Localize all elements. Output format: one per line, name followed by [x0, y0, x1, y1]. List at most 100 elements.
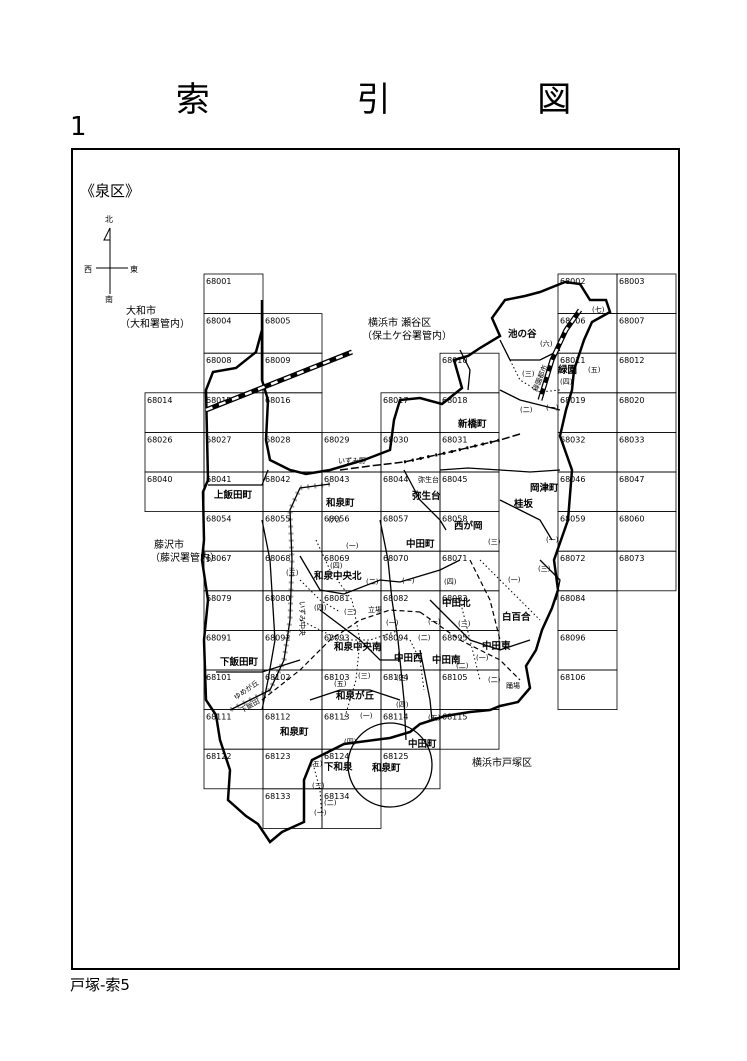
station-label: 弥生台 — [418, 475, 439, 484]
station-label: いずみ中央 — [298, 601, 307, 636]
map-cell-number: 68134 — [324, 792, 349, 801]
label-seya-1: 横浜市 瀬谷区 — [368, 316, 431, 329]
label-yamato-2: （大和署管内） — [120, 317, 190, 330]
chome-mark: (三) — [312, 782, 325, 790]
map-cell-number: 68115 — [442, 713, 467, 722]
map-cell[interactable] — [380, 748, 441, 790]
map-cell-number: 68047 — [619, 475, 644, 484]
place-name: 和泉町 — [371, 762, 401, 774]
place-name: 上飯田町 — [214, 489, 253, 501]
map-cell-number: 68002 — [560, 277, 585, 286]
place-name: 中田南 — [432, 654, 461, 666]
chome-mark: (五) — [428, 714, 441, 722]
map-cell-number: 68003 — [619, 277, 644, 286]
chome-mark: (二) — [488, 676, 501, 684]
chome-mark: (二) — [418, 634, 431, 642]
map-cell-number: 68032 — [560, 435, 585, 444]
map-cell-number: 68060 — [619, 515, 644, 524]
map-cell-number: 68133 — [265, 792, 290, 801]
map-cell-number: 68011 — [560, 356, 585, 365]
map-cell-number: 68068 — [265, 554, 290, 563]
map-cell-number: 68030 — [383, 435, 408, 444]
map-cell[interactable] — [557, 669, 618, 710]
chome-mark: (四) — [560, 378, 573, 386]
map-cell-number: 68033 — [619, 435, 644, 444]
railway-sotetsu — [339, 433, 521, 471]
chome-mark: (一) — [428, 618, 441, 626]
chome-mark: (一) — [476, 654, 489, 662]
map-cell-number: 68084 — [560, 594, 585, 603]
map-cell-number: 68111 — [206, 713, 231, 722]
chome-mark: (一) — [346, 542, 359, 550]
chome-mark: (四) — [396, 701, 409, 709]
chome-mark: (一) — [546, 404, 559, 412]
chome-mark: (四) — [344, 738, 357, 746]
chome-marks: (六) (七) (三) (五) (四) (一) (二) (六) (一) (五) … — [286, 305, 605, 817]
map-cell-number: 68125 — [383, 752, 408, 761]
map-cell[interactable] — [321, 788, 382, 829]
map-cell-number: 68112 — [265, 713, 290, 722]
map-cell-number: 68018 — [442, 396, 467, 405]
railway-ryokuen — [537, 308, 583, 401]
chome-mark: (四) — [444, 578, 457, 586]
chome-mark: (一) — [360, 712, 373, 720]
map-cell-number: 68092 — [265, 633, 290, 642]
compass-south: 南 — [105, 294, 113, 304]
place-name: 中田西 — [394, 652, 423, 664]
place-names: 池の谷 緑園 新橋町 岡津町 上飯田町 和泉町 弥生台 桂坂 西が岡 中田町 和… — [214, 328, 577, 774]
map-cell-number: 68031 — [442, 435, 467, 444]
town-boundaries — [208, 339, 561, 741]
map-cell-number: 68102 — [265, 673, 290, 682]
chome-mark: (六) — [540, 339, 553, 348]
place-name: 西が岡 — [454, 520, 483, 532]
compass-west: 西 — [84, 265, 92, 274]
map-cell-number: 68019 — [560, 396, 585, 405]
map-cell-number: 68091 — [206, 633, 231, 642]
map-cell-number: 68001 — [206, 277, 231, 286]
chome-mark: (三) — [538, 565, 551, 573]
chome-mark: (二) — [366, 578, 379, 586]
map-cell-number: 68043 — [324, 475, 349, 484]
chome-mark: (三) — [522, 370, 535, 378]
chome-mark: (六) — [328, 515, 341, 524]
map-cell-number: 68080 — [265, 594, 290, 603]
map-cell-number: 68029 — [324, 435, 349, 444]
map-cell-number: 68027 — [206, 435, 231, 444]
label-fujisawa-1: 藤沢市 — [154, 538, 184, 551]
place-name: 下和泉 — [324, 761, 353, 773]
map-cell-number: 68056 — [324, 515, 349, 524]
compass: 北 南 東 西 — [84, 215, 138, 304]
page-number: 1 — [70, 112, 87, 142]
place-name: 和泉中央南 — [333, 641, 382, 653]
map-cell-number: 68017 — [383, 396, 408, 405]
map-cell-number: 68004 — [206, 317, 231, 326]
chome-mark: (四) — [330, 562, 343, 570]
map-cell-number: 68071 — [442, 554, 467, 563]
station-label: 立場 — [368, 605, 382, 614]
chome-mark: (二) — [456, 662, 469, 670]
map-cell-number: 68103 — [324, 673, 349, 682]
outer-labels: 大和市 （大和署管内） 横浜市 瀬谷区 （保土ケ谷署管内） 藤沢市 （藤沢署管内… — [120, 304, 532, 769]
label-totsuka: 横浜市戸塚区 — [472, 756, 532, 769]
map-cell-number: 68105 — [442, 673, 467, 682]
map-cell-number: 68073 — [619, 554, 644, 563]
chome-mark: (一) — [314, 809, 327, 817]
map-cell-number: 68015 — [206, 396, 231, 405]
map-cell-number: 68005 — [265, 317, 290, 326]
chome-mark: (五) — [588, 366, 601, 374]
chome-mark: (一) — [402, 577, 415, 585]
chome-boundaries — [299, 359, 561, 821]
chome-mark: (一) — [508, 576, 521, 584]
map-cell-number: 68106 — [560, 673, 585, 682]
north-arrow-icon — [103, 227, 111, 241]
map-cell-number: 68083 — [442, 594, 467, 603]
place-name: 新橋町 — [458, 418, 487, 430]
map-cell[interactable] — [439, 709, 500, 750]
map-cell-number: 68123 — [265, 752, 290, 761]
map-cell-number: 68124 — [324, 752, 349, 761]
map-cell[interactable] — [616, 550, 677, 592]
map-cell-number: 68042 — [265, 475, 290, 484]
chome-mark: (二) — [324, 799, 337, 807]
railway-subway — [228, 481, 331, 713]
footer-page-ref: 戸塚-索5 — [70, 976, 130, 994]
